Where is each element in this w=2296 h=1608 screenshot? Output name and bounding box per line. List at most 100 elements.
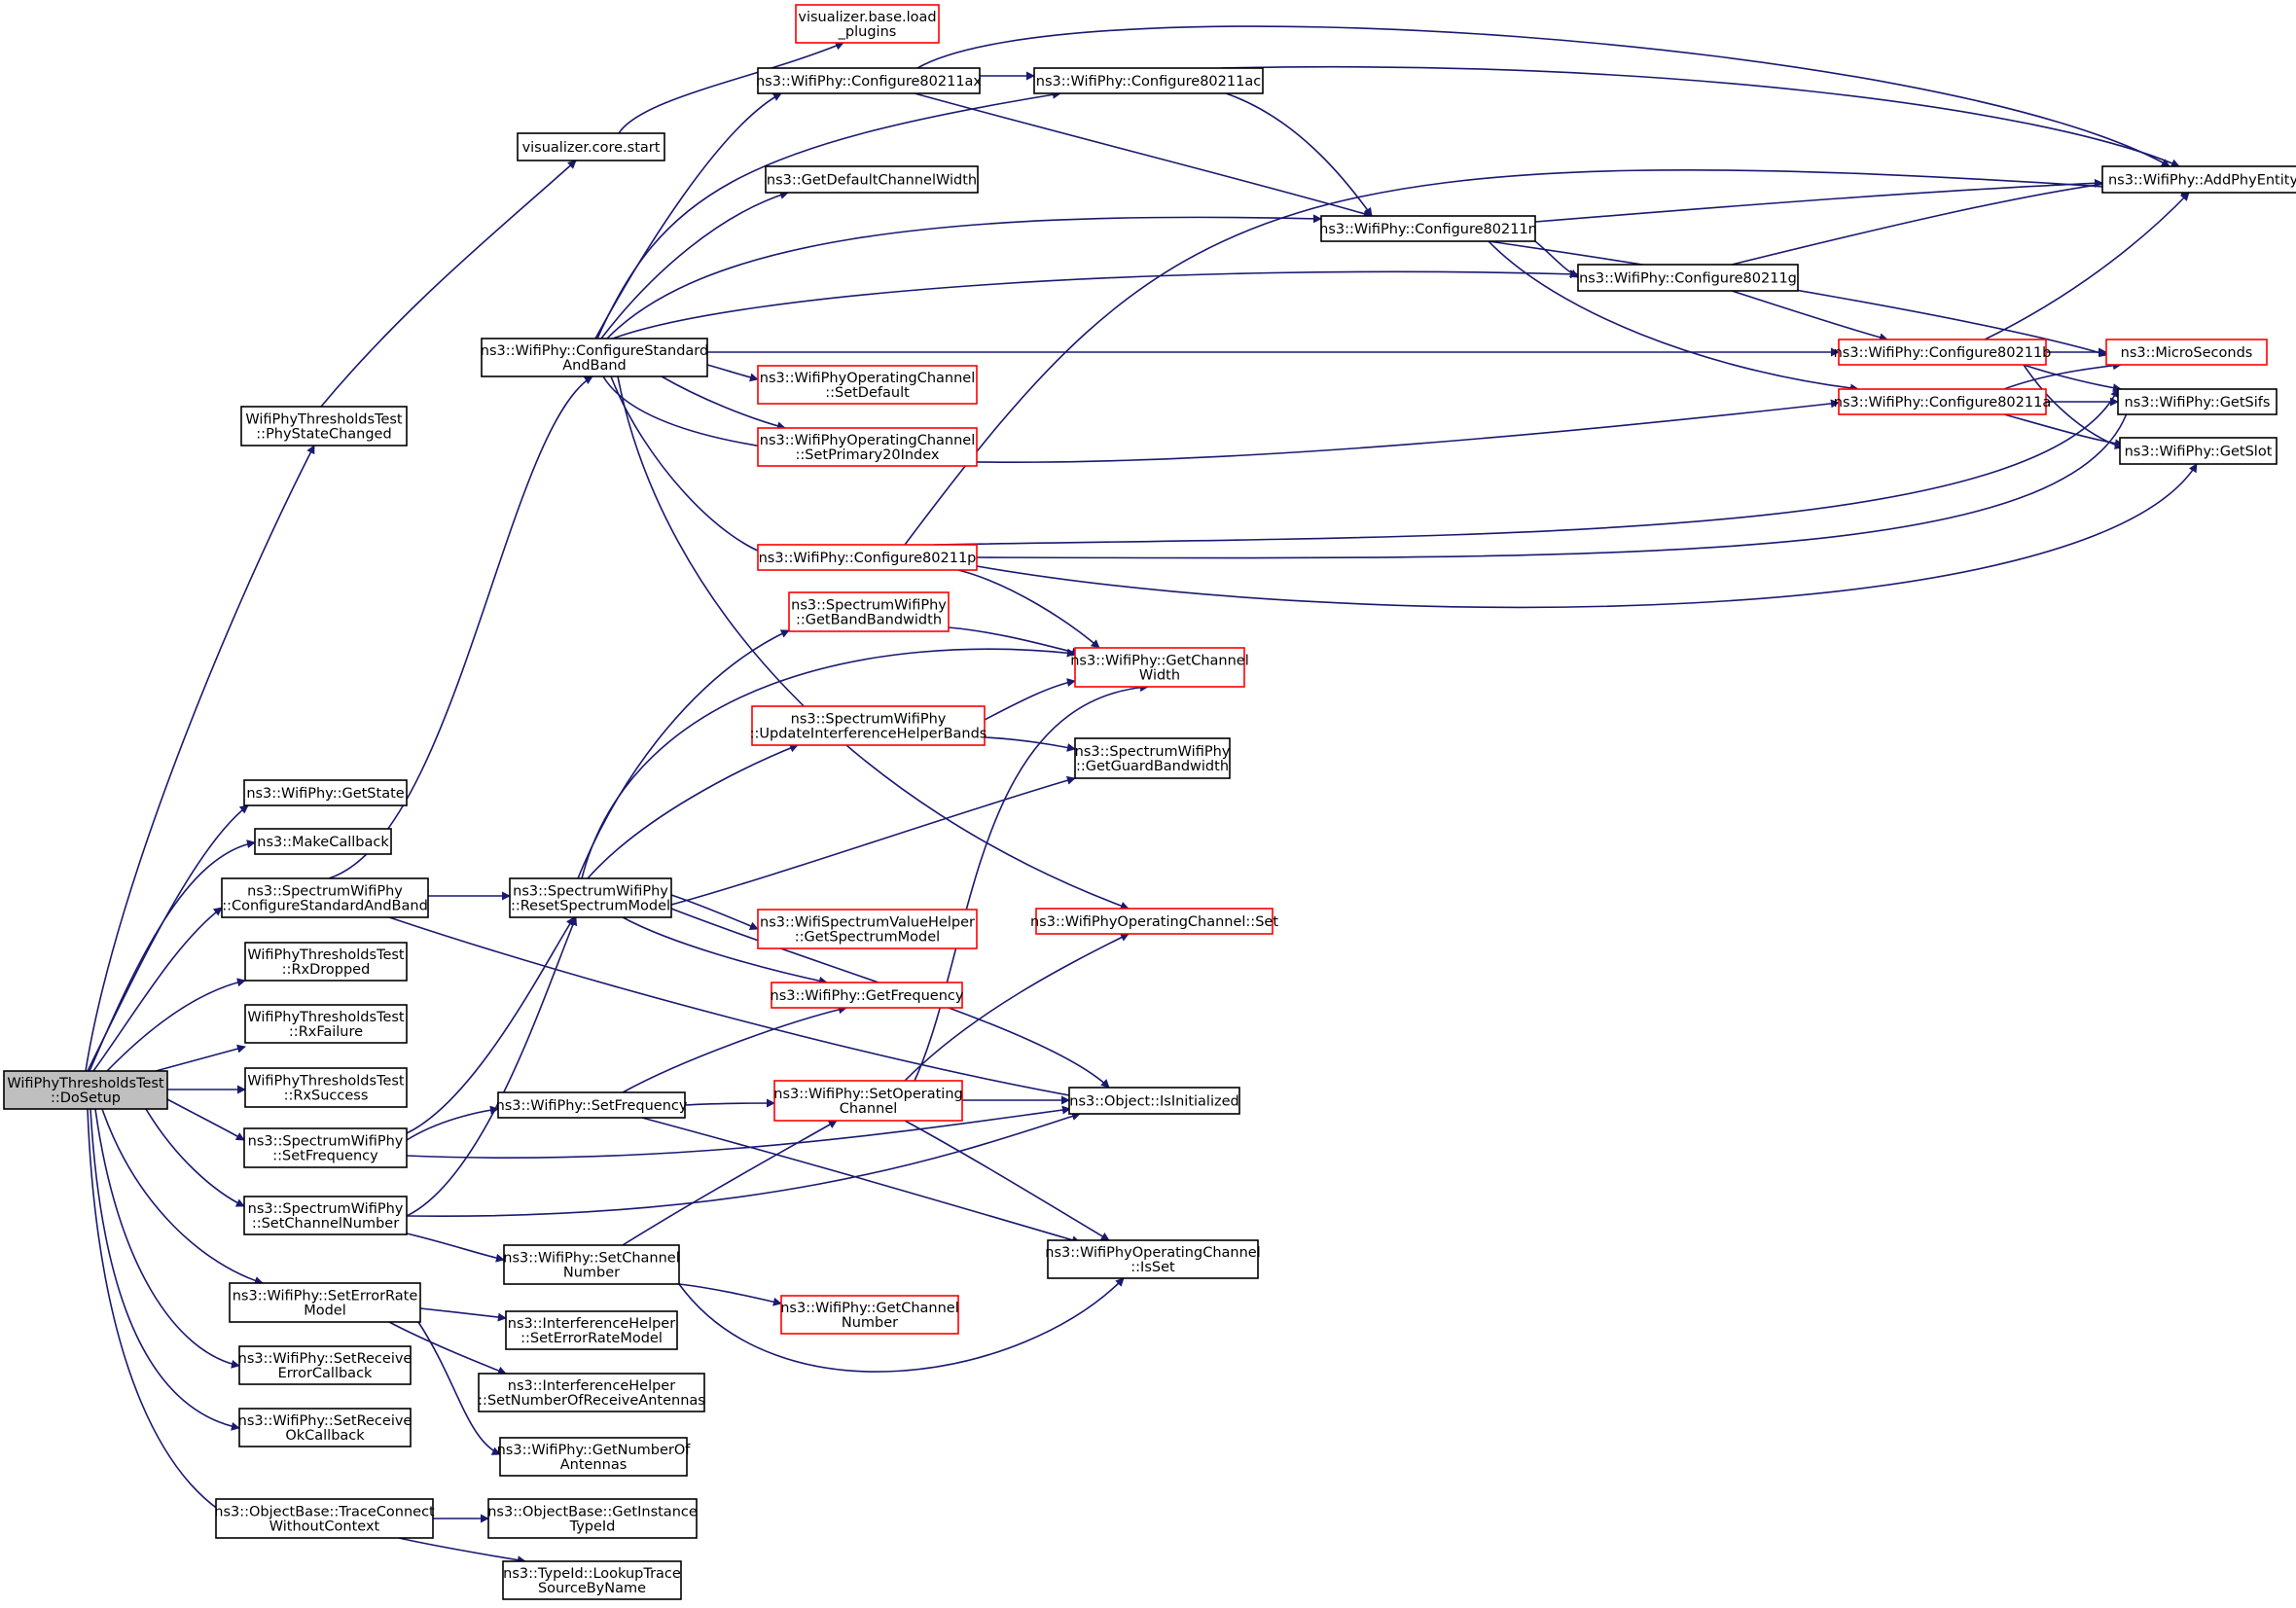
node-getbandbw[interactable]: ns3::SpectrumWifiPhy::GetBandBandwidth — [788, 591, 950, 632]
node-box[interactable] — [503, 1244, 680, 1285]
node-rxsuccess[interactable]: WifiPhyThresholdsTest::RxSuccess — [244, 1067, 408, 1108]
node-cfg_a[interactable]: ns3::WifiPhy::Configure80211a — [1834, 388, 2051, 415]
node-box[interactable] — [773, 1080, 963, 1122]
node-cfg_g[interactable]: ns3::WifiPhy::Configure80211g — [1577, 264, 1799, 292]
node-resetsm[interactable]: ns3::SpectrumWifiPhy::ResetSpectrumModel — [509, 877, 672, 918]
node-box[interactable] — [757, 909, 978, 949]
node-swcfgstd[interactable]: ns3::SpectrumWifiPhy::ConfigureStandardA… — [221, 877, 429, 918]
node-updintf[interactable]: ns3::SpectrumWifiPhy::UpdateInterference… — [750, 705, 987, 746]
node-setchnum[interactable]: ns3::WifiPhy::SetChannelNumber — [503, 1244, 680, 1285]
node-box[interactable] — [1068, 1087, 1240, 1115]
node-getslot[interactable]: ns3::WifiPhy::GetSlot — [2119, 437, 2278, 465]
node-getsifs[interactable]: ns3::WifiPhy::GetSifs — [2117, 388, 2278, 415]
node-box[interactable] — [517, 132, 665, 161]
node-isset[interactable]: ns3::WifiPhyOperatingChannel::IsSet — [1045, 1239, 1261, 1279]
node-isinit[interactable]: ns3::Object::IsInitialized — [1068, 1087, 1240, 1115]
node-box[interactable] — [244, 1004, 408, 1044]
node-box[interactable] — [2101, 165, 2296, 194]
node-box[interactable] — [765, 165, 979, 194]
node-getsm[interactable]: ns3::WifiSpectrumValueHelper::GetSpectru… — [757, 909, 978, 949]
node-box[interactable] — [243, 1127, 408, 1168]
node-setprim[interactable]: ns3::WifiPhyOperatingChannel::SetPrimary… — [757, 427, 978, 467]
node-opchset[interactable]: ns3::WifiPhyOperatingChannel::Set — [1030, 908, 1278, 935]
node-box[interactable] — [509, 877, 672, 918]
node-box[interactable] — [499, 1437, 688, 1477]
node-cfg_ac[interactable]: ns3::WifiPhy::Configure80211ac — [1033, 67, 1264, 94]
node-rxfailure[interactable]: WifiPhyThresholdsTest::RxFailure — [244, 1004, 408, 1044]
node-box[interactable] — [757, 365, 978, 405]
node-box[interactable] — [1035, 908, 1274, 935]
node-box[interactable] — [487, 1498, 698, 1539]
node-addphy[interactable]: ns3::WifiPhy::AddPhyEntity — [2101, 165, 2296, 194]
node-swsetchnum[interactable]: ns3::SpectrumWifiPhy::SetChannelNumber — [243, 1196, 408, 1235]
node-box[interactable] — [478, 1373, 705, 1412]
node-cfgstd[interactable]: ns3::WifiPhy::ConfigureStandardAndBand — [481, 338, 708, 377]
node-loadplugins[interactable]: visualizer.base.load_plugins — [795, 4, 940, 44]
node-box[interactable] — [3, 1070, 168, 1110]
node-box[interactable] — [240, 406, 408, 447]
node-box[interactable] — [244, 1067, 408, 1108]
node-box[interactable] — [780, 1295, 959, 1335]
node-box[interactable] — [481, 338, 708, 377]
node-box[interactable] — [795, 4, 940, 44]
node-box[interactable] — [238, 1345, 412, 1385]
node-box[interactable] — [221, 877, 429, 918]
node-box[interactable] — [751, 705, 986, 746]
node-box[interactable] — [254, 828, 392, 855]
node-cfg_p[interactable]: ns3::WifiPhy::Configure80211p — [757, 544, 978, 571]
node-box[interactable] — [1577, 264, 1799, 292]
node-box[interactable] — [2119, 437, 2278, 465]
node-box[interactable] — [243, 1196, 408, 1235]
node-box[interactable] — [229, 1282, 421, 1323]
node-box[interactable] — [757, 544, 978, 571]
node-setdefault[interactable]: ns3::WifiPhyOperatingChannel::SetDefault — [757, 365, 978, 405]
node-swsetfreq[interactable]: ns3::SpectrumWifiPhy::SetFrequency — [243, 1127, 408, 1168]
node-getguard[interactable]: ns3::SpectrumWifiPhy::GetGuardBandwidth — [1074, 737, 1231, 779]
node-ihseterr[interactable]: ns3::InterferenceHelper::SetErrorRateMod… — [505, 1310, 678, 1350]
node-box[interactable] — [505, 1310, 678, 1350]
node-box[interactable] — [215, 1498, 434, 1539]
node-box[interactable] — [757, 67, 981, 94]
node-getstate[interactable]: ns3::WifiPhy::GetState — [243, 779, 408, 806]
node-getfreq[interactable]: ns3::WifiPhy::GetFrequency — [771, 982, 964, 1009]
node-cfg_ax[interactable]: ns3::WifiPhy::Configure80211ax — [756, 67, 982, 94]
node-box[interactable] — [757, 427, 978, 467]
node-vizstart[interactable]: visualizer.core.start — [517, 132, 665, 161]
node-traceconn[interactable]: ns3::ObjectBase::TraceConnectWithoutCont… — [214, 1498, 435, 1539]
node-box[interactable] — [2117, 388, 2278, 415]
node-box[interactable] — [1074, 737, 1231, 779]
node-box[interactable] — [771, 982, 963, 1009]
node-cfg_b[interactable]: ns3::WifiPhy::Configure80211b — [1834, 339, 2052, 366]
node-box[interactable] — [1838, 388, 2047, 415]
node-box[interactable] — [788, 591, 950, 632]
node-box[interactable] — [2105, 339, 2268, 366]
node-micro[interactable]: ns3::MicroSeconds — [2105, 339, 2268, 366]
node-box[interactable] — [238, 1408, 412, 1447]
node-box[interactable] — [502, 1560, 682, 1600]
node-box[interactable] — [1047, 1239, 1259, 1279]
node-box[interactable] — [244, 942, 408, 982]
node-box[interactable] — [243, 779, 408, 806]
node-box[interactable] — [497, 1091, 686, 1119]
node-box[interactable] — [1074, 647, 1245, 688]
node-rxdropped[interactable]: WifiPhyThresholdsTest::RxDropped — [244, 942, 408, 982]
node-ihsetant[interactable]: ns3::InterferenceHelper::SetNumberOfRece… — [478, 1373, 705, 1412]
node-seterrmodel[interactable]: ns3::WifiPhy::SetErrorRateModel — [229, 1282, 421, 1323]
node-defcw[interactable]: ns3::GetDefaultChannelWidth — [765, 165, 979, 194]
node-setfreq[interactable]: ns3::WifiPhy::SetFrequency — [496, 1091, 688, 1119]
node-dosetup[interactable]: WifiPhyThresholdsTest::DoSetup — [3, 1070, 168, 1110]
node-makecb[interactable]: ns3::MakeCallback — [254, 828, 392, 855]
node-box[interactable] — [1838, 339, 2047, 366]
node-box[interactable] — [1033, 67, 1264, 94]
node-cfg_n[interactable]: ns3::WifiPhy::Configure80211n — [1319, 215, 1537, 242]
node-phystatechanged[interactable]: WifiPhyThresholdsTest::PhyStateChanged — [240, 406, 408, 447]
node-box[interactable] — [1320, 215, 1536, 242]
